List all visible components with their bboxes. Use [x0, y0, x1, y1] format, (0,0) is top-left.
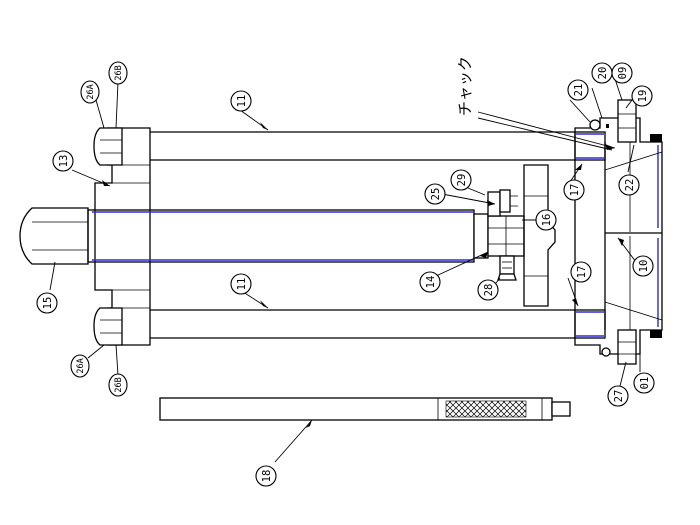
svg-text:27: 27	[613, 390, 625, 403]
callout-13: 13	[52, 150, 74, 172]
callout-balloons: 01 09 10 11 11 13 14 15	[36, 61, 655, 487]
svg-text:21: 21	[573, 84, 585, 97]
callout-26b-top: 26B	[108, 61, 128, 85]
svg-text:19: 19	[637, 90, 649, 103]
svg-text:13: 13	[58, 155, 70, 168]
svg-text:17: 17	[576, 266, 588, 279]
handle-bar	[159, 397, 571, 421]
callout-27: 27	[607, 385, 629, 407]
callout-17-upper: 17	[563, 179, 585, 201]
arrowheads	[102, 122, 624, 428]
svg-text:28: 28	[483, 284, 495, 297]
svg-text:20: 20	[597, 67, 609, 80]
top-bolt-head	[93, 127, 123, 166]
upper-tie-rod	[150, 131, 575, 161]
svg-text:18: 18	[261, 470, 273, 483]
svg-text:26B: 26B	[114, 377, 124, 392]
bottom-socket-screw	[601, 329, 637, 365]
callout-29: 29	[450, 169, 472, 191]
svg-text:26B: 26B	[114, 65, 124, 80]
callout-26b-bottom: 26B	[108, 373, 128, 397]
callout-20: 20	[591, 62, 613, 84]
lower-bolt	[497, 255, 517, 281]
chuck-body	[574, 117, 663, 355]
svg-text:29: 29	[456, 174, 468, 187]
callout-26a-top: 26A	[80, 80, 100, 104]
svg-text:10: 10	[638, 260, 650, 273]
jaw-flange-upper	[574, 131, 606, 161]
callout-22: 22	[618, 174, 640, 196]
svg-text:14: 14	[425, 276, 437, 289]
callout-26a-bottom: 26A	[70, 354, 90, 378]
callout-18: 18	[255, 465, 277, 487]
jaw-flange-lower	[574, 309, 606, 339]
bottom-bolt-head	[93, 307, 123, 346]
callout-11-lower: 11	[230, 273, 252, 295]
callout-11-upper: 11	[230, 90, 252, 112]
callout-01: 01	[633, 372, 655, 394]
svg-text:01: 01	[639, 377, 651, 390]
svg-text:16: 16	[541, 214, 553, 227]
callout-25: 25	[424, 183, 446, 205]
callout-17-lower: 17	[570, 261, 592, 283]
top-socket-screw	[589, 99, 637, 143]
svg-text:17: 17	[569, 184, 581, 197]
lower-tie-rod	[150, 309, 575, 339]
svg-text:09: 09	[617, 67, 629, 80]
callout-28: 28	[477, 279, 499, 301]
callout-09: 09	[611, 62, 633, 84]
chuck-note-label: チャック	[456, 56, 474, 116]
callout-10: 10	[632, 255, 654, 277]
svg-text:26A: 26A	[76, 358, 86, 373]
svg-text:26A: 26A	[86, 84, 96, 99]
svg-text:22: 22	[624, 179, 636, 192]
callout-16: 16	[535, 209, 557, 231]
cross-bar	[523, 164, 556, 307]
screw-tip-nut	[473, 213, 525, 259]
forcing-screw	[19, 207, 475, 265]
svg-text:11: 11	[236, 278, 248, 291]
callout-19: 19	[631, 85, 653, 107]
svg-text:15: 15	[42, 297, 54, 310]
callout-15: 15	[36, 292, 58, 314]
svg-text:25: 25	[430, 188, 442, 201]
callout-21: 21	[567, 79, 589, 101]
callout-14: 14	[419, 271, 441, 293]
svg-text:11: 11	[236, 95, 248, 108]
